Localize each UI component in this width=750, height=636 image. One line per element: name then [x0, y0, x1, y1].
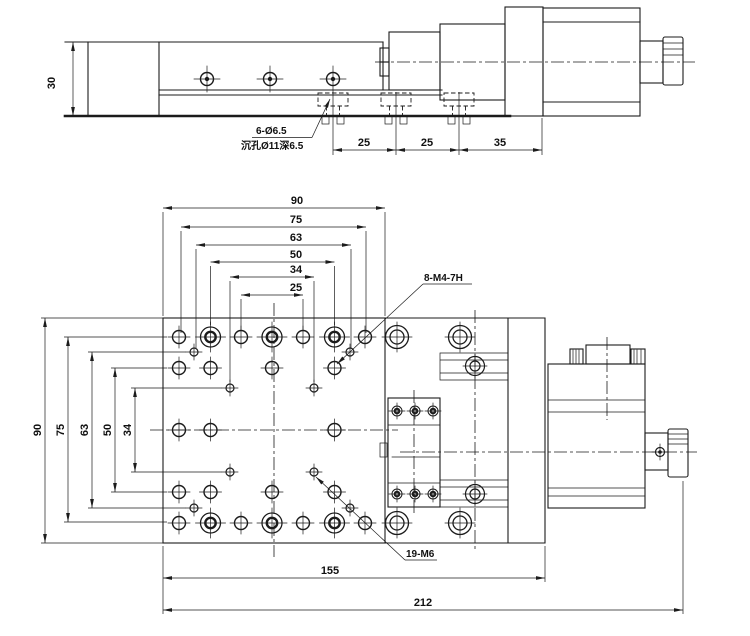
- dim-width-75: 75: [290, 214, 302, 226]
- manual-knob: [662, 36, 684, 86]
- side-view-motor-assembly: [379, 6, 684, 117]
- manual-knob-plan: [667, 428, 689, 478]
- dim-hole-pitch-1: 25: [358, 137, 370, 149]
- plan-view-motor: [547, 344, 689, 509]
- knob-knurling: [662, 42, 684, 56]
- plan-view-table-plate: [162, 317, 388, 544]
- plan-view-centerlines: [150, 303, 697, 557]
- dim-height-75: 75: [55, 424, 67, 436]
- knob-knurling-plan: [667, 433, 689, 445]
- plan-view-base: [381, 317, 546, 544]
- plan-left-dimension-chain: 90 75 63 50 34: [32, 317, 222, 544]
- side-view-dimensions: 30 25 25 35: [46, 42, 543, 155]
- m6-note-text: 19-M6: [406, 549, 435, 560]
- dim-motor-offset: 35: [494, 137, 506, 149]
- guide-rail-upper: [439, 352, 509, 381]
- dim-height-34: 34: [122, 423, 134, 436]
- m4-thread-note: 8-M4-7H: [336, 273, 472, 365]
- dim-stage-height: 30: [46, 77, 58, 89]
- dim-width-25: 25: [290, 282, 302, 294]
- dim-width-34: 34: [290, 264, 303, 276]
- m6-thread-note: 19-M6: [315, 476, 437, 561]
- dim-base-length: 155: [321, 565, 339, 577]
- side-view: 30 25 25 35 6-Ø6.5 沉孔Ø11深6.5: [46, 6, 695, 155]
- dim-width-90: 90: [291, 195, 303, 207]
- plan-view-carriage: [387, 397, 442, 508]
- dim-width-50: 50: [290, 249, 302, 261]
- counterbore-note: 6-Ø6.5 沉孔Ø11深6.5: [241, 98, 331, 152]
- dim-width-63: 63: [290, 232, 302, 244]
- moving-table-outline: [162, 317, 386, 544]
- plan-bottom-dimensions: 155 212: [162, 481, 684, 614]
- counterbore-note-line1: 6-Ø6.5: [256, 126, 287, 137]
- dim-hole-pitch-2: 25: [421, 137, 433, 149]
- plan-top-dimension-chain: 90 75 63 50 34 25: [162, 195, 386, 382]
- dim-height-90: 90: [32, 424, 44, 436]
- dim-height-50: 50: [102, 424, 114, 436]
- motor-flange: [504, 6, 544, 117]
- motor-connector: [585, 344, 631, 365]
- side-view-stage-body: [63, 41, 512, 118]
- plan-view: 8-M4-7H 19-M6 90 75 63 50 34 25: [32, 195, 697, 614]
- motor-body-plan: [547, 363, 646, 509]
- dim-height-63: 63: [79, 424, 91, 436]
- m4-note-text: 8-M4-7H: [424, 273, 463, 284]
- side-view-top-screws: [193, 65, 347, 93]
- counterbore-note-line2: 沉孔Ø11深6.5: [241, 139, 304, 152]
- dim-overall-length: 212: [414, 597, 432, 609]
- guide-rail-lower: [439, 479, 509, 508]
